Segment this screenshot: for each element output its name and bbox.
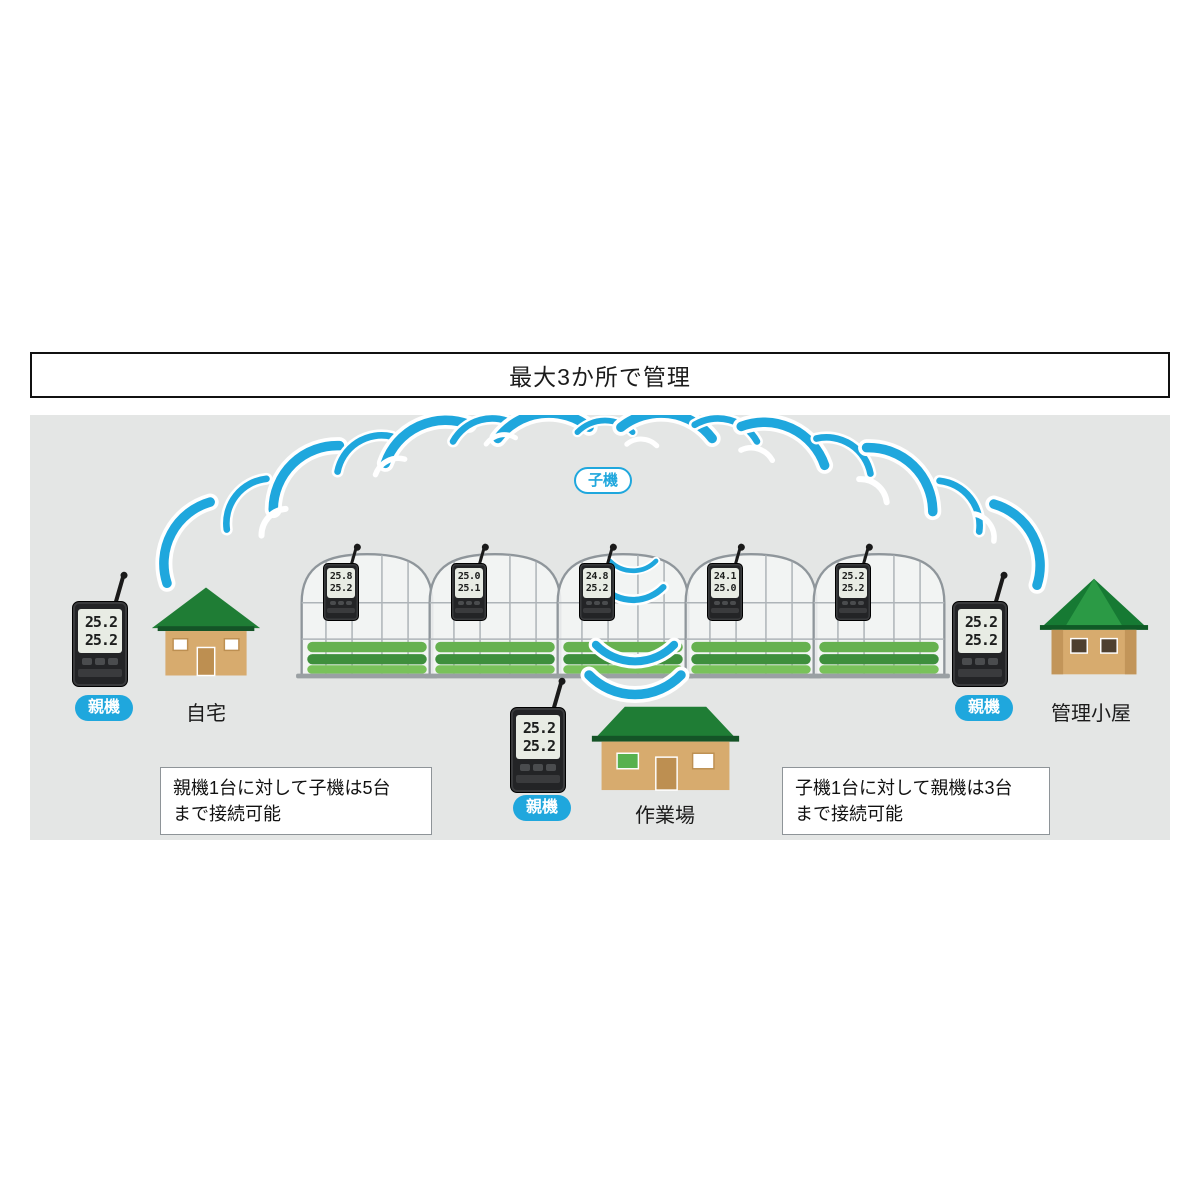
signal-wave-white-icon bbox=[859, 474, 891, 503]
thermometer-device-greenhouse-3: 24.8 25.2 bbox=[579, 546, 615, 621]
temperature-reading: 25.2 bbox=[84, 630, 118, 649]
device-base-strip bbox=[78, 669, 122, 677]
temperature-reading: 25.0 bbox=[713, 583, 737, 594]
device-base-strip bbox=[583, 608, 611, 613]
device-base-strip bbox=[839, 608, 867, 613]
workshop-illustration bbox=[588, 699, 743, 792]
parent-unit-badge-home: 親機 bbox=[75, 695, 134, 721]
device-body: 24.8 25.2 bbox=[579, 563, 615, 621]
note-line: まで接続可能 bbox=[795, 804, 903, 825]
hut-illustration bbox=[1038, 573, 1150, 681]
device-body: 25.2 25.2 bbox=[510, 707, 566, 793]
page-title: 最大3か所で管理 bbox=[509, 364, 691, 390]
device-body: 24.1 25.0 bbox=[707, 563, 743, 621]
lcd-display: 25.8 25.2 bbox=[327, 568, 355, 598]
device-buttons bbox=[455, 601, 483, 605]
temperature-reading: 25.2 bbox=[841, 571, 865, 582]
device-buttons bbox=[711, 601, 739, 605]
device-buttons bbox=[78, 658, 122, 665]
parent-unit-badge-hut: 親機 bbox=[955, 695, 1014, 721]
signal-wave-white-icon bbox=[627, 438, 657, 445]
lcd-display: 24.8 25.2 bbox=[583, 568, 611, 598]
location-label-workshop: 作業場 bbox=[635, 805, 695, 827]
note-line: 親機1台に対して子機は5台 bbox=[173, 778, 391, 798]
thermometer-device-greenhouse-5: 25.2 25.2 bbox=[835, 546, 871, 621]
thermometer-device-greenhouse-2: 25.0 25.1 bbox=[451, 546, 487, 621]
signal-wave-down-icon bbox=[589, 675, 681, 695]
device-body: 25.8 25.2 bbox=[323, 563, 359, 621]
location-label-hut: 管理小屋 bbox=[1051, 703, 1131, 725]
temperature-reading: 25.2 bbox=[329, 583, 353, 594]
temperature-reading: 25.2 bbox=[522, 718, 556, 737]
thermometer-device-greenhouse-1: 25.8 25.2 bbox=[323, 546, 359, 621]
signal-wave-icon bbox=[260, 432, 340, 510]
device-body: 25.2 25.2 bbox=[835, 563, 871, 621]
child-unit-badge: 子機 bbox=[574, 467, 633, 494]
temperature-reading: 25.2 bbox=[964, 612, 998, 631]
device-buttons bbox=[327, 601, 355, 605]
note-line: まで接続可能 bbox=[173, 804, 281, 825]
device-buttons bbox=[958, 658, 1002, 665]
thermometer-device-workshop: 25.2 25.2 bbox=[510, 681, 566, 793]
device-base-strip bbox=[455, 608, 483, 613]
device-body: 25.2 25.2 bbox=[72, 601, 128, 687]
location-label-home: 自宅 bbox=[186, 703, 226, 725]
device-base-strip bbox=[516, 775, 560, 783]
temperature-reading: 25.8 bbox=[329, 571, 353, 582]
device-buttons bbox=[516, 764, 560, 771]
device-body: 25.0 25.1 bbox=[451, 563, 487, 621]
device-buttons bbox=[839, 601, 867, 605]
temperature-reading: 25.2 bbox=[522, 736, 556, 755]
temperature-reading: 25.2 bbox=[84, 612, 118, 631]
signal-wave-icon bbox=[150, 493, 210, 583]
temperature-reading: 24.8 bbox=[585, 571, 609, 582]
device-base-strip bbox=[327, 608, 355, 613]
lcd-display: 25.2 25.2 bbox=[839, 568, 867, 598]
lcd-display: 25.2 25.2 bbox=[516, 715, 560, 759]
parent-unit-badge-workshop: 親機 bbox=[513, 795, 572, 821]
lcd-display: 25.2 25.2 bbox=[78, 609, 122, 653]
temperature-reading: 24.1 bbox=[713, 571, 737, 582]
thermometer-device-home: 25.2 25.2 bbox=[72, 575, 128, 687]
signal-wave-down-icon bbox=[610, 561, 656, 571]
temperature-reading: 25.2 bbox=[585, 583, 609, 594]
temperature-reading: 25.1 bbox=[457, 583, 481, 594]
temperature-reading: 25.0 bbox=[457, 571, 481, 582]
device-buttons bbox=[583, 601, 611, 605]
note-child-capacity: 子機1台に対して親機は3台 まで接続可能 bbox=[782, 767, 1050, 836]
thermometer-device-greenhouse-4: 24.1 25.0 bbox=[707, 546, 743, 621]
temperature-reading: 25.2 bbox=[964, 630, 998, 649]
note-parent-capacity: 親機1台に対して子機は5台 まで接続可能 bbox=[160, 767, 432, 836]
device-base-strip bbox=[958, 669, 1002, 677]
signal-wave-icon bbox=[940, 472, 990, 531]
signal-wave-white-icon bbox=[741, 444, 774, 460]
device-base-strip bbox=[711, 608, 739, 613]
note-line: 子機1台に対して親機は3台 bbox=[795, 778, 1013, 798]
signal-wave-icon bbox=[867, 434, 947, 512]
home-illustration bbox=[148, 583, 264, 681]
thermometer-device-hut: 25.2 25.2 bbox=[952, 575, 1008, 687]
lcd-display: 25.0 25.1 bbox=[455, 568, 483, 598]
title-banner: 最大3か所で管理 bbox=[30, 352, 1170, 398]
device-body: 25.2 25.2 bbox=[952, 601, 1008, 687]
signal-wave-icon bbox=[216, 470, 266, 529]
signal-wave-down-icon bbox=[596, 645, 674, 662]
temperature-reading: 25.2 bbox=[841, 583, 865, 594]
diagram-scene: 子機 25.8 25.2 25.0 25.1 24.8 25 bbox=[30, 415, 1170, 840]
lcd-display: 25.2 25.2 bbox=[958, 609, 1002, 653]
lcd-display: 24.1 25.0 bbox=[711, 568, 739, 598]
